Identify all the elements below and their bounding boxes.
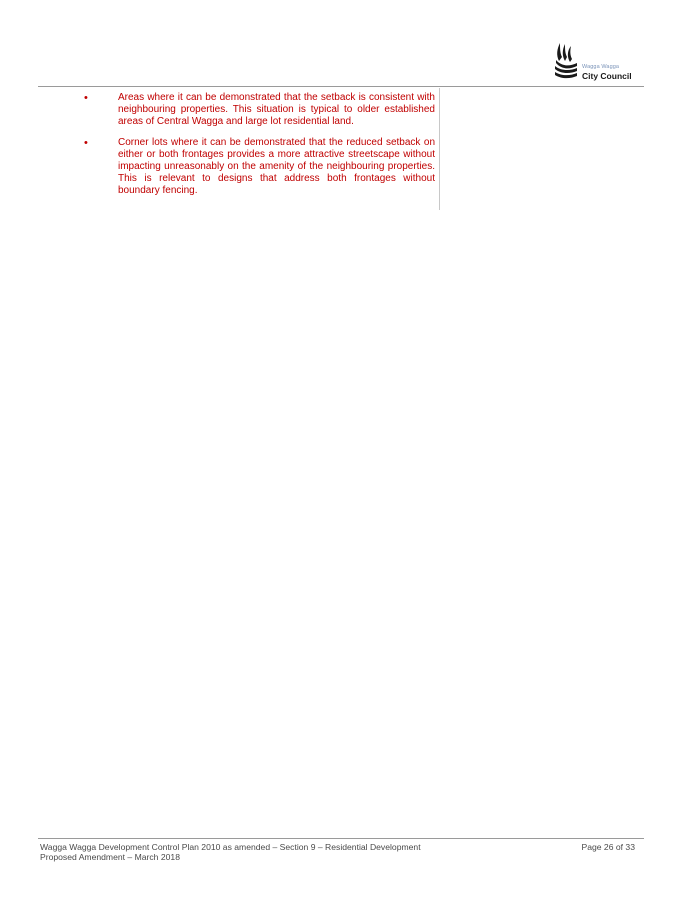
- bullet-icon: •: [84, 92, 88, 104]
- council-logo: Wagga Wagga City Council: [553, 42, 643, 84]
- bullet-text: Corner lots where it can be demonstrated…: [118, 136, 435, 197]
- logo-subtitle: Wagga Wagga: [582, 64, 620, 70]
- council-logo-mark-icon: [555, 43, 577, 79]
- bullet-list: • Areas where it can be demonstrated tha…: [84, 92, 435, 206]
- page-number: Page 26 of 33: [581, 842, 635, 852]
- bullet-icon: •: [84, 136, 88, 149]
- header-divider: [38, 86, 644, 87]
- footer-document-title: Wagga Wagga Development Control Plan 201…: [40, 842, 421, 852]
- column-divider: [439, 88, 440, 210]
- list-item: • Corner lots where it can be demonstrat…: [84, 137, 435, 198]
- bullet-text: Areas where it can be demonstrated that …: [118, 92, 435, 128]
- logo-title: City Council: [582, 71, 632, 81]
- footer-amendment-note: Proposed Amendment – March 2018: [40, 852, 180, 862]
- list-item: • Areas where it can be demonstrated tha…: [84, 92, 435, 129]
- footer-divider: [38, 838, 644, 839]
